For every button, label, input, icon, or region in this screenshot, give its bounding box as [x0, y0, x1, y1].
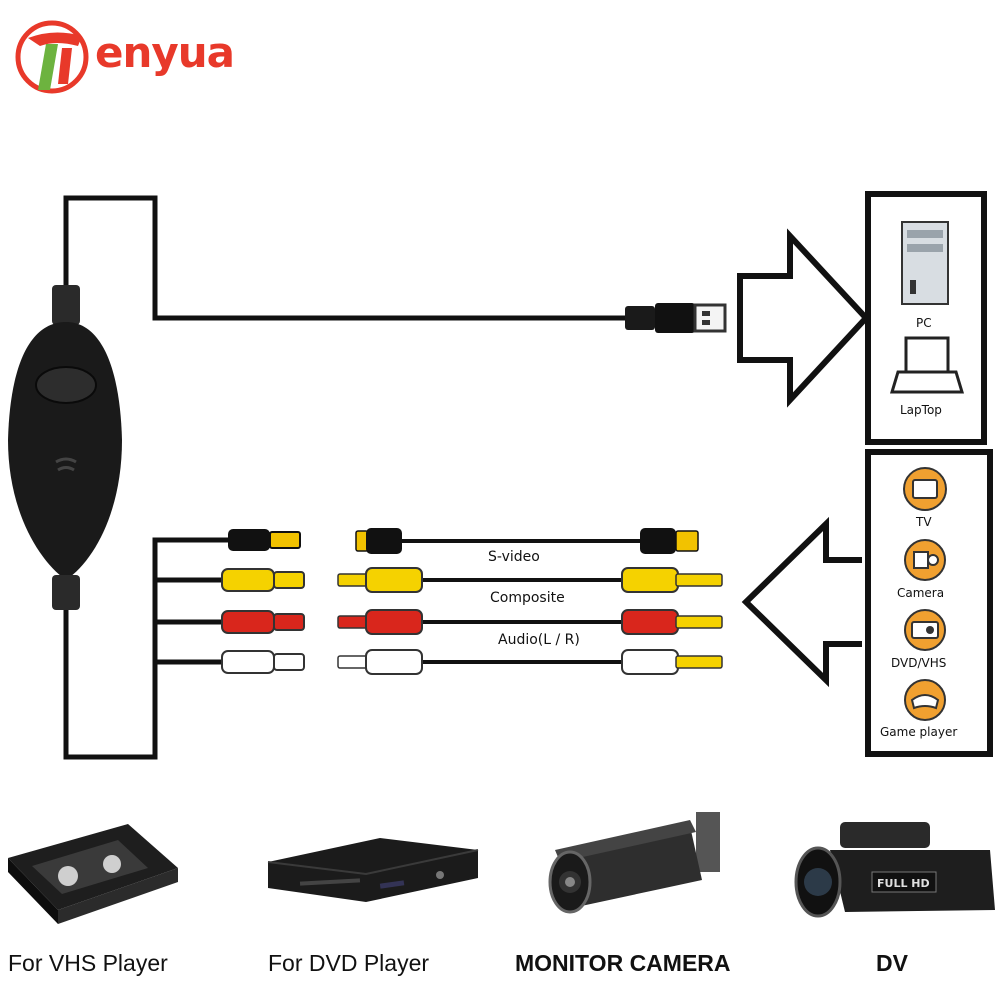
tv-icon [903, 467, 947, 511]
product-label-vhs: For VHS Player [8, 950, 168, 976]
capture-device [8, 285, 122, 610]
device-label-game-player: Game player [880, 725, 957, 739]
device-label-dvd-vhs: DVD/VHS [891, 656, 946, 670]
device-side-plugs [221, 529, 305, 674]
dv-camcorder-image: FULL HD [794, 822, 995, 918]
camera-icon [904, 539, 946, 581]
input-cable-harness [63, 537, 228, 760]
device-label-camera: Camera [897, 586, 944, 600]
target-label-pc: PC [916, 316, 932, 330]
product-images: FULL HD [8, 812, 995, 924]
dv-full-hd-badge: FULL HD [877, 877, 930, 890]
cable-label-composite: Composite [490, 590, 565, 606]
target-label-laptop: LapTop [900, 403, 942, 417]
brand-wordmark: enyua [95, 28, 235, 77]
usb-plug [625, 303, 727, 333]
cable-label-audio: Audio(L / R) [498, 632, 580, 648]
product-label-dv: DV [876, 950, 908, 976]
product-label-dvd: For DVD Player [268, 950, 430, 976]
input-arrow [741, 516, 862, 688]
output-arrow [737, 228, 871, 408]
pc-tower-icon [901, 221, 949, 305]
dvd-vhs-icon [904, 609, 946, 651]
cable-label-s-video: S-video [488, 549, 540, 565]
brand-logo-mark [15, 20, 89, 94]
usb-cable [63, 195, 625, 321]
vhs-tape-image [8, 824, 178, 924]
dvd-player-image [267, 838, 479, 902]
product-label-monitor-camera: MONITOR CAMERA [515, 950, 731, 976]
adapter-cables [337, 528, 723, 675]
laptop-icon [889, 336, 965, 394]
connection-diagram: S-video Composite Audio(L / R) PC LapTop… [8, 191, 993, 760]
device-label-tv: TV [915, 515, 932, 529]
monitor-camera-image [548, 812, 720, 914]
game-player-icon [904, 679, 946, 721]
